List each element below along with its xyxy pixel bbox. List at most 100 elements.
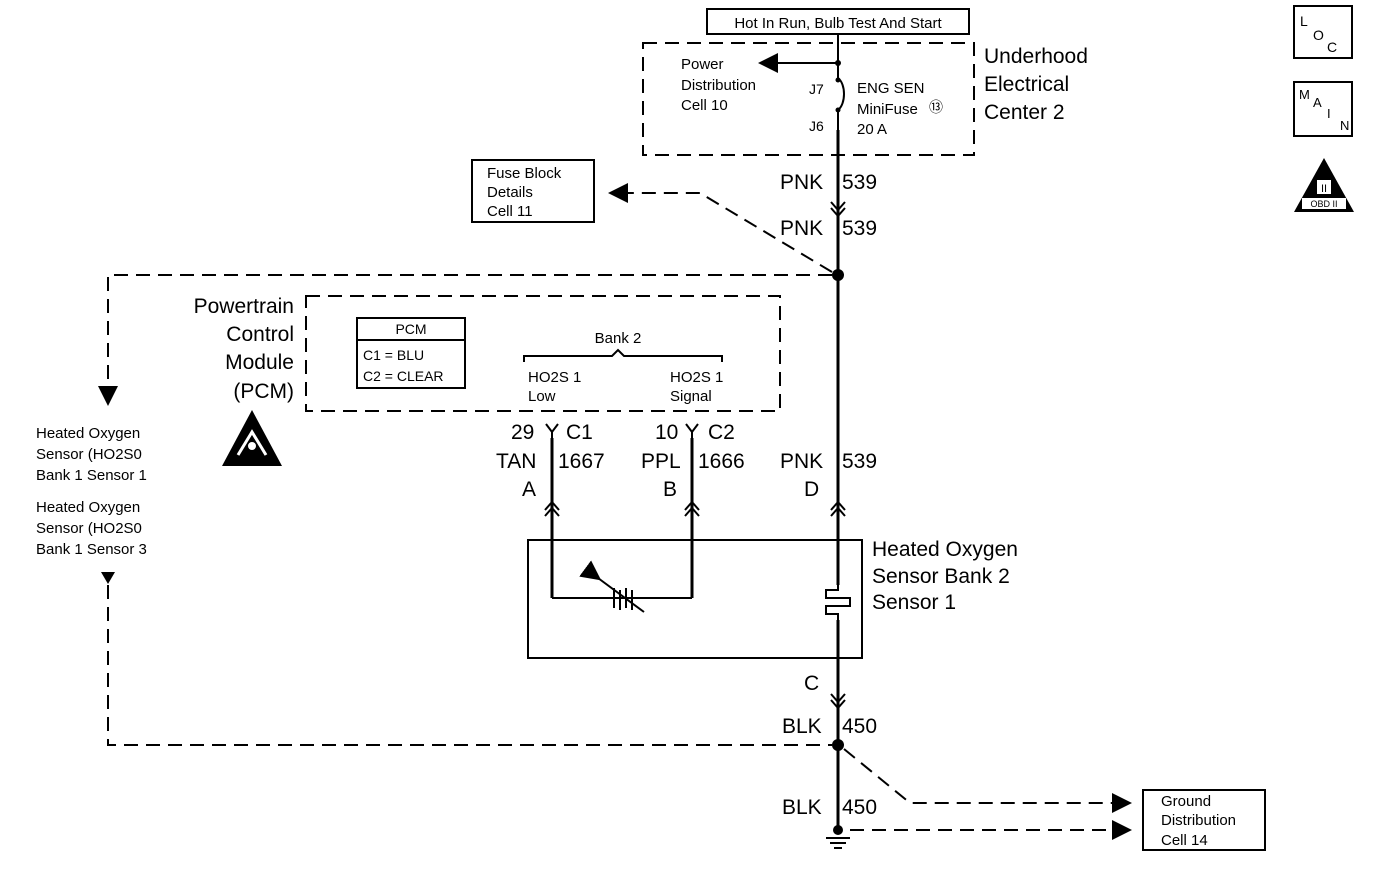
- svg-text:MiniFuse: MiniFuse: [857, 101, 918, 118]
- svg-text:Cell 14: Cell 14: [1161, 832, 1208, 849]
- svg-text:Bank 1 Sensor 3: Bank 1 Sensor 3: [36, 541, 147, 558]
- fuse-block-link: [608, 183, 833, 273]
- svg-text:PCM: PCM: [395, 321, 426, 337]
- svg-text:Center 2: Center 2: [984, 101, 1065, 124]
- wire-color-blk: BLK: [782, 715, 822, 738]
- svg-text:M: M: [1299, 87, 1310, 102]
- svg-text:C2: C2: [708, 421, 735, 444]
- ground-link-1: [843, 748, 1132, 813]
- svg-text:Sensor (HO2S0: Sensor (HO2S0: [36, 446, 142, 463]
- ground-ref-box: Ground Distribution Cell 14: [1142, 789, 1266, 851]
- svg-text:HO2S 1: HO2S 1: [670, 369, 723, 386]
- wire-circuit-450: 450: [842, 715, 877, 738]
- svg-text:A: A: [1313, 95, 1322, 110]
- svg-text:C: C: [1327, 39, 1337, 55]
- power-distribution-ref: Power Distribution Cell 10: [681, 56, 756, 114]
- supply-label-box: Hot In Run, Bulb Test And Start: [706, 8, 970, 35]
- pin-j7: J7: [809, 81, 824, 97]
- heater-element-icon: [825, 585, 851, 620]
- other-sensor-link-bottom: [107, 585, 832, 746]
- svg-text:Underhood: Underhood: [984, 45, 1088, 68]
- svg-text:HO2S 1: HO2S 1: [528, 369, 581, 386]
- wire-color-tan: TAN: [496, 450, 536, 473]
- svg-text:Ground: Ground: [1161, 793, 1211, 810]
- svg-text:Distribution: Distribution: [681, 77, 756, 94]
- svg-text:Sensor Bank 2: Sensor Bank 2: [872, 565, 1010, 588]
- other-sensor-s3: Heated Oxygen Sensor (HO2S0 Bank 1 Senso…: [36, 499, 147, 558]
- svg-text:ENG SEN: ENG SEN: [857, 80, 925, 97]
- terminal-b: B: [663, 478, 677, 501]
- wire-circuit-450: 450: [842, 796, 877, 819]
- fuse-number-symbol: ⑬: [929, 99, 943, 115]
- other-sensor-arrow: [101, 572, 115, 584]
- sensor-connector-top: [544, 500, 846, 517]
- wire-color-pnk: PNK: [780, 171, 823, 194]
- underhood-box: [642, 42, 975, 156]
- svg-text:29: 29: [511, 421, 534, 444]
- main-icon: M A I N: [1293, 81, 1353, 137]
- svg-text:N: N: [1340, 118, 1349, 133]
- sensor-name: Heated Oxygen Sensor Bank 2 Sensor 1: [872, 538, 1018, 614]
- bank-label: Bank 2: [595, 330, 642, 347]
- svg-text:(PCM): (PCM): [233, 380, 294, 403]
- svg-text:Cell 11: Cell 11: [487, 203, 533, 220]
- svg-text:C2 = CLEAR: C2 = CLEAR: [363, 368, 444, 384]
- terminal-a: A: [522, 478, 536, 501]
- pcm-pin-c2: 10 C2: [655, 421, 735, 444]
- svg-text:Cell 10: Cell 10: [681, 97, 728, 114]
- other-sensor-s1: Heated Oxygen Sensor (HO2S0 Bank 1 Senso…: [36, 425, 147, 484]
- svg-text:Heated Oxygen: Heated Oxygen: [872, 538, 1018, 561]
- svg-text:OBD II: OBD II: [1310, 199, 1337, 209]
- wire-circuit-1666: 1666: [698, 450, 745, 473]
- wire-color-pnk: PNK: [780, 450, 823, 473]
- wire-color-ppl: PPL: [641, 450, 681, 473]
- svg-text:O: O: [1313, 27, 1324, 43]
- svg-text:Distribution: Distribution: [1161, 812, 1236, 829]
- pcm-pin-c1: 29 C1: [511, 421, 593, 444]
- minifuse: J7 J6 ENG SEN MiniFuse ⑬ 20 A: [809, 48, 943, 138]
- wire-circuit-1667: 1667: [558, 450, 605, 473]
- svg-text:Control: Control: [226, 323, 294, 346]
- terminal-c: C: [804, 672, 819, 695]
- underhood-name: Underhood Electrical Center 2: [984, 45, 1088, 124]
- pcm-legend: PCM C1 = BLU C2 = CLEAR: [356, 317, 466, 389]
- loc-icon: L O C: [1293, 5, 1353, 59]
- wire-color-pnk: PNK: [780, 217, 823, 240]
- connector-chevron: [830, 201, 846, 212]
- svg-text:Heated Oxygen: Heated Oxygen: [36, 425, 140, 442]
- svg-text:L: L: [1300, 13, 1308, 29]
- svg-text:Electrical: Electrical: [984, 73, 1069, 96]
- svg-text:Fuse Block: Fuse Block: [487, 165, 562, 182]
- sensor-connector-bottom: [830, 693, 846, 710]
- svg-text:Powertrain: Powertrain: [194, 295, 294, 318]
- splice-blk: [832, 739, 844, 751]
- svg-text:II: II: [1321, 183, 1327, 195]
- splice-pnk: [832, 269, 844, 281]
- pin-j6: J6: [809, 118, 824, 134]
- supply-label: Hot In Run, Bulb Test And Start: [734, 15, 942, 32]
- svg-text:20 A: 20 A: [857, 121, 887, 138]
- sensor-box: [527, 539, 863, 659]
- variable-resistor-icon: [579, 560, 645, 613]
- pcm-pin2-label: HO2S 1 Signal: [670, 369, 723, 405]
- pcm-box: [305, 295, 781, 412]
- svg-text:Details: Details: [487, 184, 533, 201]
- pcm-pin1-label: HO2S 1 Low: [528, 369, 581, 405]
- pcm-name: Powertrain Control Module (PCM): [194, 295, 294, 403]
- wire-color-blk: BLK: [782, 796, 822, 819]
- terminal-d: D: [804, 478, 819, 501]
- svg-text:I: I: [1327, 106, 1331, 121]
- svg-text:C1: C1: [566, 421, 593, 444]
- esd-warning-icon: [222, 410, 282, 466]
- ground-icon: [826, 825, 850, 849]
- wire-circuit-539: 539: [842, 450, 877, 473]
- svg-text:Signal: Signal: [670, 388, 712, 405]
- wire-circuit-539: 539: [842, 171, 877, 194]
- svg-text:Power: Power: [681, 56, 724, 73]
- svg-text:Bank 1 Sensor 1: Bank 1 Sensor 1: [36, 467, 147, 484]
- wire-circuit-539: 539: [842, 217, 877, 240]
- svg-text:Sensor 1: Sensor 1: [872, 591, 956, 614]
- svg-text:Module: Module: [225, 351, 294, 374]
- svg-text:Low: Low: [528, 388, 556, 405]
